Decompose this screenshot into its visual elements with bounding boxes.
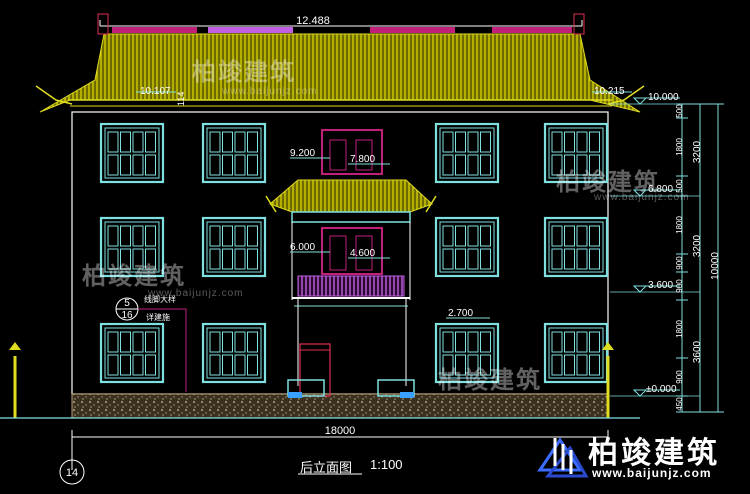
dim-9200: 9.200 xyxy=(290,148,315,159)
total-height: 10000 xyxy=(710,252,721,280)
drawing-title: 后立面图 1:100 xyxy=(300,457,460,477)
lantern-post-left xyxy=(9,342,21,418)
vertical-dim-segment: 900 xyxy=(675,370,684,384)
level-3: 6.800 xyxy=(648,184,673,195)
floor-dim-1: 3600 xyxy=(692,340,703,363)
top-span-label: 12.488 xyxy=(296,15,330,27)
ground-level: ±0.000 xyxy=(646,384,677,395)
detail-label-1: 线脚大样 xyxy=(144,294,176,304)
window-r3-c2 xyxy=(201,322,267,384)
watermark-url-3: www.baijunjz.com xyxy=(148,288,244,299)
detail-callout: 5 16 线脚大样 详建施 xyxy=(115,294,187,392)
level-2: 3.600 xyxy=(648,280,673,291)
brand-logo-icon xyxy=(537,437,589,478)
window-r1-c3 xyxy=(434,122,500,184)
floor-dim-2: 3200 xyxy=(692,234,703,257)
window-r3-c3 xyxy=(434,322,500,384)
window-r1-c2 xyxy=(201,122,267,184)
grid-axis-bubble: 14 xyxy=(59,459,85,485)
window-r2-c4 xyxy=(543,216,609,278)
vertical-dim-segment: 500 xyxy=(675,179,684,193)
detail-number: 5 xyxy=(124,298,130,309)
dimension-lines xyxy=(71,20,724,470)
watermark-name-4: 柏竣建筑 xyxy=(438,366,542,394)
dim-7800: 7.800 xyxy=(350,154,375,165)
dim-6000: 6.000 xyxy=(290,242,315,253)
window-r2-c3 xyxy=(434,216,500,278)
detail-sheet: 16 xyxy=(121,310,133,321)
vertical-dim-segment: 1800 xyxy=(675,320,684,338)
vertical-dim-segment: 500 xyxy=(675,104,684,118)
eave-left-level: 10.107 xyxy=(140,86,171,97)
window-r2-c1 xyxy=(99,216,165,278)
vertical-dim-segment: 1800 xyxy=(675,216,684,234)
stone-base xyxy=(71,393,609,419)
central-bay xyxy=(265,129,437,398)
brand-name: 柏竣建筑 xyxy=(588,436,720,471)
overall-width: 18000 xyxy=(325,425,356,437)
dim-2700: 2.700 xyxy=(448,308,473,319)
title-name: 后立面图 xyxy=(300,461,353,476)
detail-label-2: 详建施 xyxy=(146,312,170,322)
window-r2-c2 xyxy=(201,216,267,278)
watermark-name-2: 柏竣建筑 xyxy=(556,168,660,196)
window-r1-c1 xyxy=(99,122,165,184)
watermark-name-1: 柏竣建筑 xyxy=(192,58,296,86)
watermark-name-3: 柏竣建筑 xyxy=(82,262,186,290)
dim-4600: 4.600 xyxy=(350,248,375,259)
vertical-dim-segment: 900 xyxy=(675,256,684,270)
lantern-post-right xyxy=(602,342,614,418)
roof-level: 10.000 xyxy=(648,92,679,103)
vertical-dim-segment: 1800 xyxy=(675,138,684,156)
brand-url: www.baijunjz.com xyxy=(592,466,712,480)
window-grid xyxy=(99,122,609,384)
window-r1-c4 xyxy=(543,122,609,184)
level-markers xyxy=(136,91,680,397)
watermark-url-1: www.baijunjz.com xyxy=(222,86,318,97)
main-roof xyxy=(35,13,645,113)
grid-axis-label: 14 xyxy=(66,467,78,479)
eave-right-level: 10.215 xyxy=(594,86,625,97)
brand-block: 柏竣建筑 www.baijunjz.com xyxy=(532,428,742,484)
floor-dim-3: 3200 xyxy=(692,140,703,163)
window-r3-c1 xyxy=(99,322,165,384)
window-r3-c4 xyxy=(543,322,609,384)
vertical-dim-segment: 450 xyxy=(675,397,684,411)
watermark-url-2: www.baijunjz.com xyxy=(594,192,690,203)
small-mark: 114 xyxy=(176,92,186,106)
title-scale: 1:100 xyxy=(370,457,403,472)
